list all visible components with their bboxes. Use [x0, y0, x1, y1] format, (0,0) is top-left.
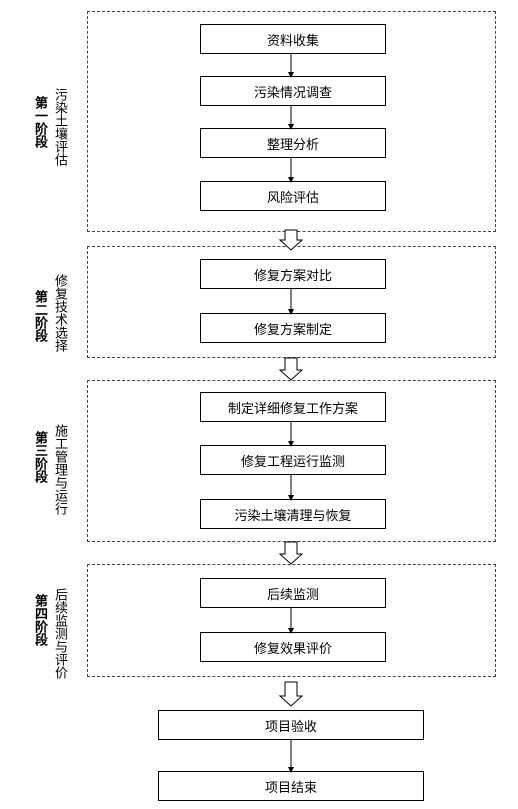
stage-4-frame [87, 564, 496, 677]
step-analysis: 整理分析 [200, 128, 386, 158]
stage-4-title: 后续监测与评价 [52, 588, 67, 679]
step-risk-assessment: 风险评估 [200, 181, 386, 211]
stage-2-title: 修复技术选择 [52, 274, 67, 352]
step-soil-cleanup: 污染土壤清理与恢复 [200, 499, 386, 529]
stage-1-label: 第一阶段 [32, 96, 47, 148]
stage-1-title: 污染土壤评估 [52, 88, 67, 166]
step-follow-up-monitoring: 后续监测 [200, 578, 386, 608]
step-project-end: 项目结束 [158, 771, 424, 801]
step-plan-comparison: 修复方案对比 [200, 259, 386, 289]
step-detailed-plan: 制定详细修复工作方案 [200, 392, 386, 422]
step-effect-evaluation: 修复效果评价 [200, 632, 386, 662]
step-plan-formulation: 修复方案制定 [200, 313, 386, 343]
block-arrow-1-2 [278, 229, 304, 251]
stage-4-label: 第四阶段 [32, 594, 47, 646]
block-arrow-2-3 [278, 357, 304, 381]
step-data-collection: 资料收集 [200, 24, 386, 54]
block-arrow-4-final [278, 681, 304, 707]
stage-2-label: 第二阶段 [32, 290, 47, 342]
step-project-acceptance: 项目验收 [158, 710, 424, 740]
block-arrow-3-4 [278, 541, 304, 565]
stage-3-title: 施工管理与运行 [52, 424, 67, 515]
stage-3-label: 第三阶段 [32, 431, 47, 483]
step-operation-monitoring: 修复工程运行监测 [200, 445, 386, 475]
